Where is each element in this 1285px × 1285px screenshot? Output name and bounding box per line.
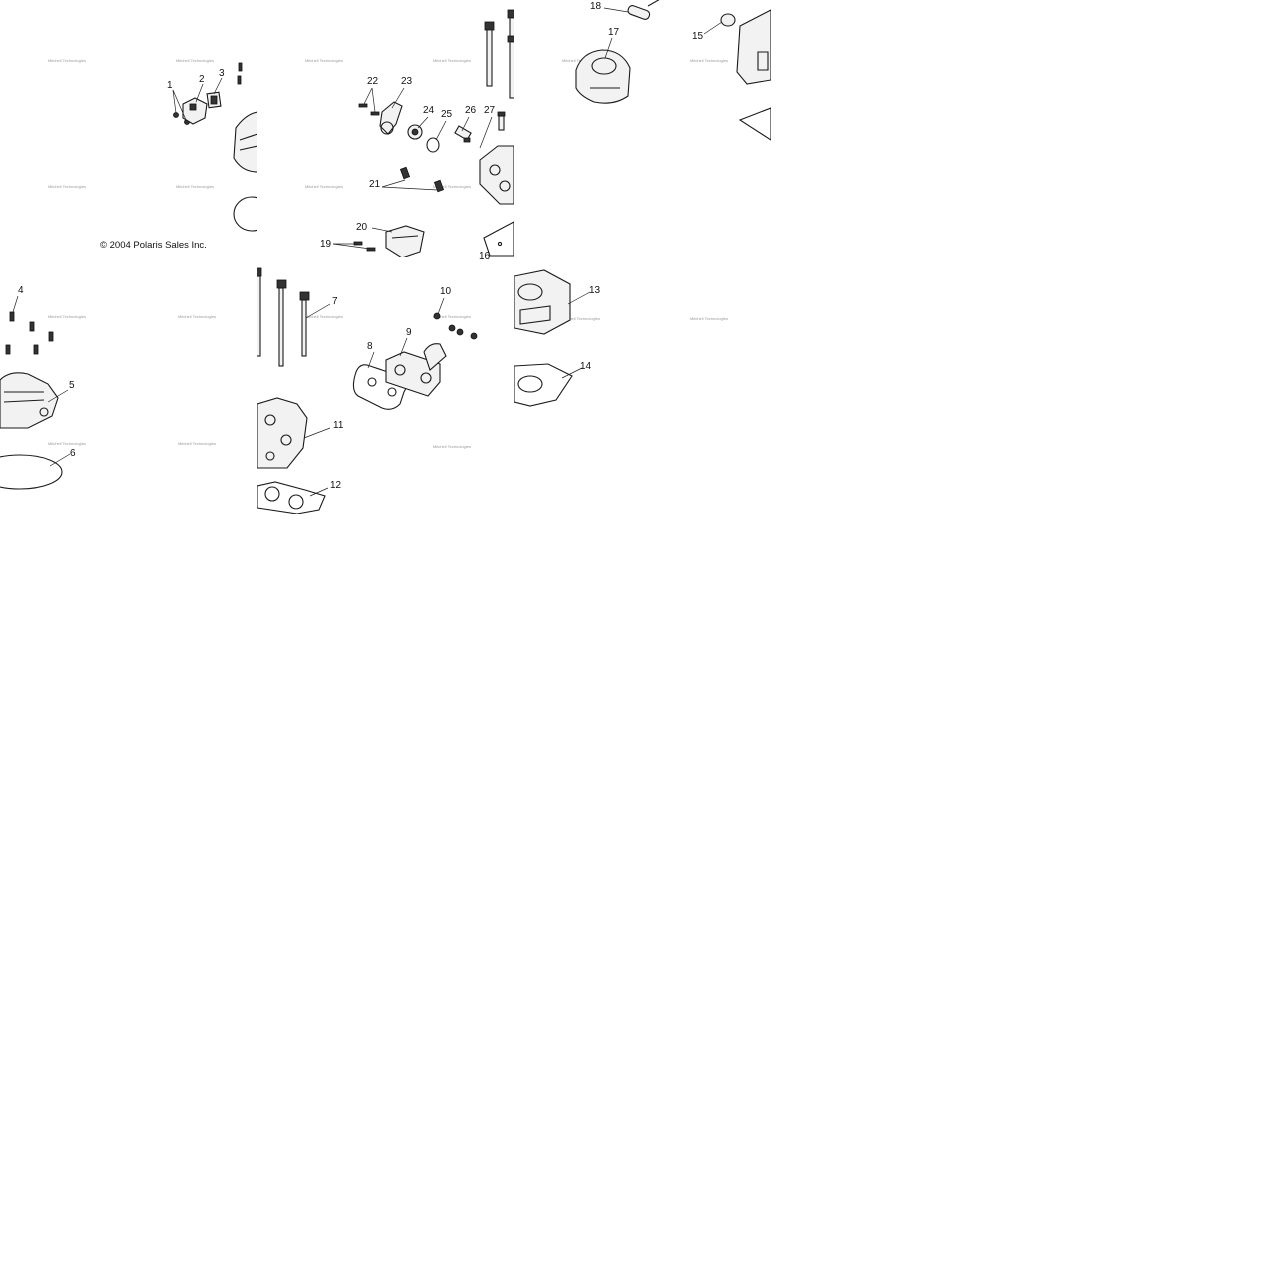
watermark: Mitchell Technologies [433, 58, 471, 63]
exhaust-gasket [352, 364, 407, 410]
clamp-screws [353, 241, 376, 252]
callout-18: 18 [590, 1, 602, 12]
callout-1: 1 [167, 80, 173, 91]
bolts-small [237, 62, 243, 85]
tile-lower-right [514, 269, 591, 407]
thermostat-housing [379, 101, 403, 135]
watermark: Mitchell Technologies [433, 444, 471, 449]
watermark: Mitchell Technologies [178, 314, 216, 319]
callout-27: 27 [484, 105, 496, 116]
manifold-nuts [433, 312, 478, 340]
callout-9: 9 [406, 327, 412, 338]
callout-2: 2 [199, 74, 205, 85]
throttle-body [575, 49, 631, 104]
thermostat [407, 124, 423, 140]
fuel-injectors [399, 166, 445, 193]
cover-gasket [0, 454, 63, 490]
watermark: Mitchell Technologies [562, 316, 600, 321]
valve-cover [0, 372, 59, 429]
tile-upper-right [575, 0, 771, 141]
watermark: Mitchell Technologies [176, 58, 214, 63]
watermark: Mitchell Technologies [48, 184, 86, 189]
callout-22: 22 [367, 76, 379, 87]
callout-15: 15 [692, 31, 704, 42]
callout-17: 17 [608, 27, 620, 38]
watermark: Mitchell Technologies [433, 314, 471, 319]
head-gasket [257, 481, 326, 514]
watermark: Mitchell Technologies [178, 441, 216, 446]
watermark: Mitchell Technologies [433, 184, 471, 189]
head-gasket-partial [483, 221, 514, 257]
long-studs [484, 9, 514, 99]
watermark: Mitchell Technologies [48, 441, 86, 446]
watermark: Mitchell Technologies [305, 58, 343, 63]
plug-cap [720, 13, 736, 27]
base-gasket [514, 363, 573, 407]
watermark: Mitchell Technologies [176, 184, 214, 189]
callout-25: 25 [441, 109, 453, 120]
callout-21: 21 [369, 179, 381, 190]
callout-8: 8 [367, 341, 373, 352]
spark-plug [497, 111, 506, 131]
callout-13: 13 [589, 285, 601, 296]
tile-lower-middle [257, 267, 478, 514]
callout-7: 7 [332, 296, 338, 307]
cylinder-head-partial [479, 145, 514, 205]
coolant-hose [627, 0, 660, 20]
callout-labels: 1 2 3 4 5 6 7 8 9 10 11 12 13 14 15 16 1… [18, 1, 704, 491]
watermark: Mitchell Technologies [48, 314, 86, 319]
exhaust-manifold [385, 343, 447, 397]
cylinder-head [257, 397, 308, 469]
valve-cover-partial [233, 111, 257, 232]
tile-upper-left [172, 62, 257, 232]
cylinder [514, 269, 571, 335]
callout-23: 23 [401, 76, 413, 87]
breather-assembly [182, 97, 208, 125]
callout-19: 19 [320, 239, 332, 250]
thermostat-bolts [358, 103, 380, 116]
head-studs [257, 267, 310, 367]
watermark: Mitchell Technologies [305, 314, 343, 319]
watermark: Mitchell Technologies [690, 316, 728, 321]
watermark: Mitchell Technologies [690, 58, 728, 63]
callout-10: 10 [440, 286, 452, 297]
callout-14: 14 [580, 361, 592, 372]
copyright-notice: © 2004 Polaris Sales Inc. [100, 240, 207, 251]
callout-12: 12 [330, 480, 342, 491]
callout-16: 16 [479, 251, 491, 262]
callout-11: 11 [333, 420, 344, 431]
intake-boot [385, 225, 425, 257]
reed-plate [206, 91, 222, 109]
temp-sensor [454, 125, 472, 143]
tile-lower-left [0, 295, 71, 490]
callout-5: 5 [69, 380, 75, 391]
callout-6: 6 [70, 448, 76, 459]
o-ring [426, 137, 440, 153]
callout-4: 4 [18, 285, 24, 296]
tile-upper-middle [332, 9, 514, 257]
callout-3: 3 [219, 68, 225, 79]
callout-26: 26 [465, 105, 477, 116]
callout-20: 20 [356, 222, 368, 233]
watermark: Mitchell Technologies [305, 184, 343, 189]
callout-24: 24 [423, 105, 435, 116]
cover-bolts [5, 311, 54, 355]
watermark: Mitchell Technologies [48, 58, 86, 63]
watermarks: Mitchell Technologies Mitchell Technolog… [48, 58, 728, 449]
cylinder-partial [736, 9, 771, 141]
